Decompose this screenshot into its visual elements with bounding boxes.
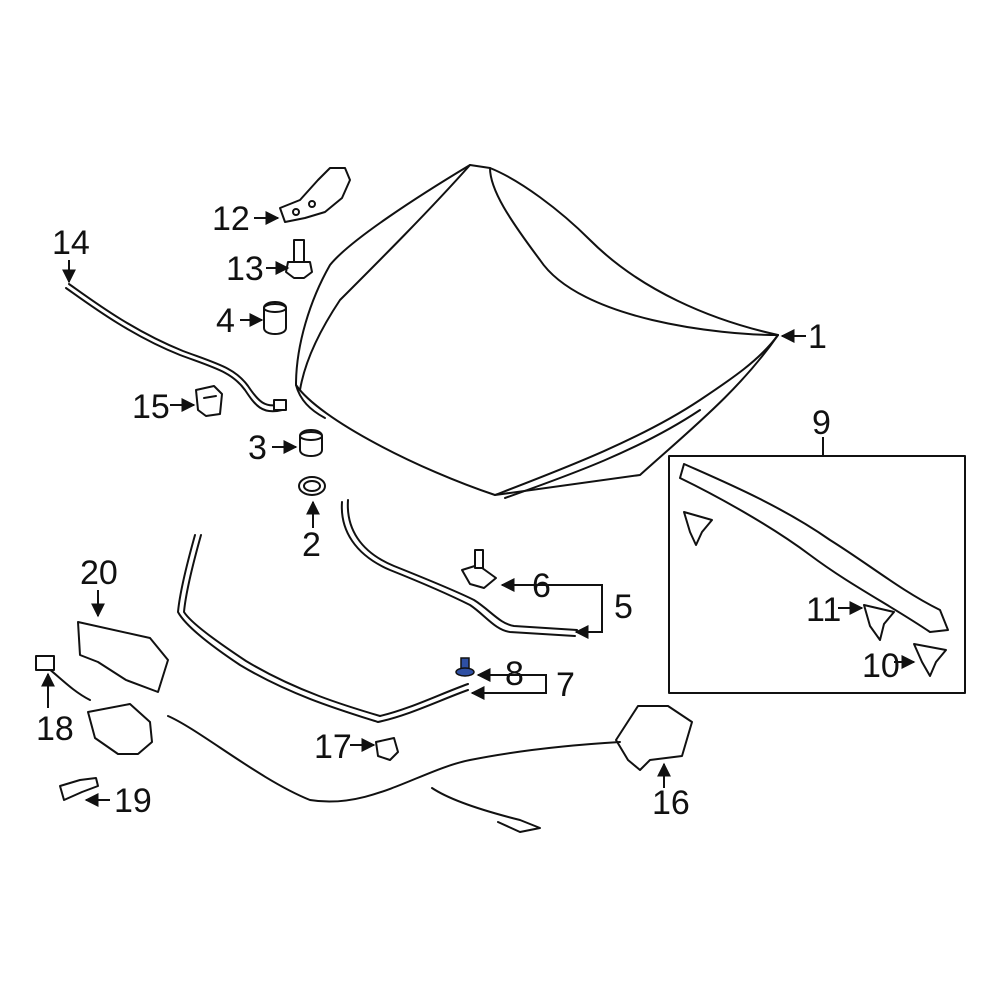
release-cable-part [65, 283, 287, 413]
callout-5: 5 [614, 588, 633, 626]
callout-18: 18 [36, 710, 74, 748]
hood-panel [295, 164, 779, 499]
seal-clip-part [455, 657, 475, 677]
callout-4: 4 [216, 302, 235, 340]
insulator-retainer-part-10 [913, 643, 947, 677]
seal-stud-part [461, 549, 497, 589]
callout-17: 17 [314, 728, 352, 766]
grommet-ring-part [298, 476, 326, 496]
callout-19: 19 [114, 782, 152, 820]
hood-hinge-part [279, 167, 351, 223]
callout-13: 13 [226, 250, 264, 288]
hood-bumper-part [263, 301, 287, 335]
cable-retainer-part [375, 737, 399, 761]
callout-3: 3 [248, 429, 267, 467]
callout-6: 6 [532, 567, 551, 605]
insulator-frame [668, 455, 966, 694]
callout-15: 15 [132, 388, 170, 426]
hood-seal-part [340, 499, 578, 637]
callout-11: 11 [806, 591, 841, 629]
callout-20: 20 [80, 554, 118, 592]
callout-16: 16 [652, 784, 690, 822]
front-seal-part [177, 534, 469, 723]
callout-1: 1 [808, 318, 827, 356]
callout-7: 7 [556, 666, 575, 704]
callout-14: 14 [52, 224, 90, 262]
hood-latch-part [35, 655, 153, 755]
callout-9: 9 [812, 404, 831, 442]
release-handle-part [615, 705, 693, 771]
callout-10: 10 [862, 647, 900, 685]
callout-12: 12 [212, 200, 250, 238]
insulator-clip-part [683, 511, 713, 546]
hinge-bolt-part [285, 239, 313, 279]
latch-bolt-part [59, 777, 99, 801]
latch-guide-part [77, 621, 169, 693]
insulator-retainer-part-11 [863, 604, 895, 641]
callout-8: 8 [505, 655, 524, 693]
cable-clip-part [195, 385, 223, 417]
release-cable-lower-part [167, 715, 621, 833]
hood-stop-part [299, 429, 323, 457]
callout-2: 2 [302, 526, 321, 564]
